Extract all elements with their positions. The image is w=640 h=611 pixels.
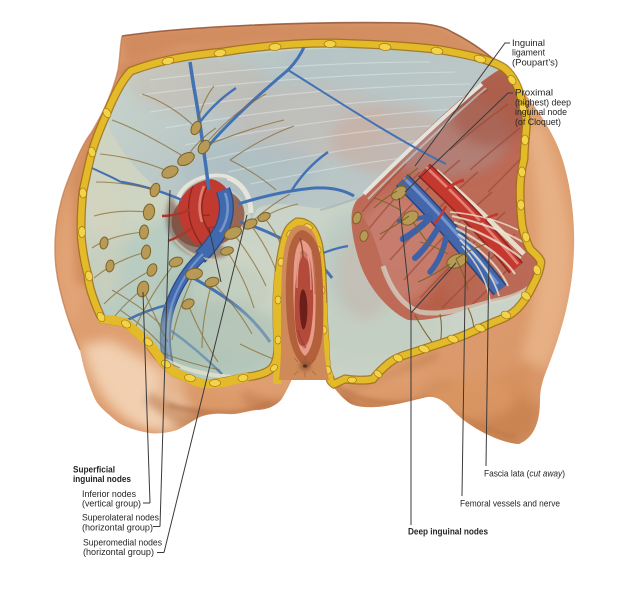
svg-text:(Poupart’s): (Poupart’s) <box>512 57 558 67</box>
svg-text:(vertical group): (vertical group) <box>82 498 141 508</box>
svg-text:Proximal: Proximal <box>515 88 553 98</box>
svg-text:ligament: ligament <box>512 48 545 58</box>
svg-text:Superolateral nodes: Superolateral nodes <box>82 513 159 523</box>
svg-text:Deep inguinal nodes: Deep inguinal nodes <box>408 526 488 536</box>
svg-text:Inguinal: Inguinal <box>512 38 545 48</box>
svg-text:inguinal nodes: inguinal nodes <box>73 474 131 484</box>
svg-text:(of Cloquet): (of Cloquet) <box>515 117 561 127</box>
svg-text:inguinal node: inguinal node <box>515 107 567 117</box>
svg-text:(horizontal group): (horizontal group) <box>83 547 154 557</box>
svg-text:Superficial: Superficial <box>73 464 115 474</box>
svg-text:(highest) deep: (highest) deep <box>515 97 571 107</box>
svg-text:Inferior nodes: Inferior nodes <box>82 489 136 499</box>
svg-text:Femoral vessels and nerve: Femoral vessels and nerve <box>460 498 560 508</box>
svg-text:(horizontal group): (horizontal group) <box>82 522 153 532</box>
svg-text:Fascia lata (cut away): Fascia lata (cut away) <box>484 469 565 479</box>
svg-text:Superomedial nodes: Superomedial nodes <box>83 538 162 548</box>
